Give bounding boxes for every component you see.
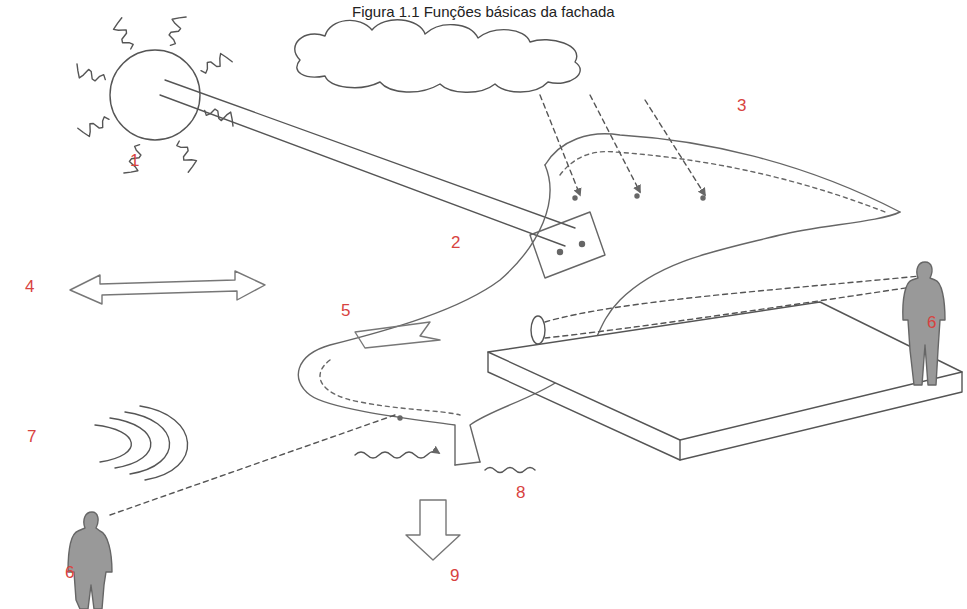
sun-beam bbox=[160, 80, 575, 246]
ventilation-arrow bbox=[70, 271, 265, 304]
facade-sheet bbox=[298, 134, 900, 465]
sun-ray bbox=[78, 117, 109, 137]
sun-ray bbox=[177, 141, 197, 172]
callout-number: 2 bbox=[451, 234, 460, 251]
callout-number: 7 bbox=[27, 428, 36, 445]
callout-number: 5 bbox=[341, 302, 350, 319]
callout-number: 8 bbox=[516, 484, 525, 501]
callout-number: 9 bbox=[450, 567, 459, 584]
sun-ray bbox=[201, 54, 232, 74]
sound-waves bbox=[95, 406, 188, 480]
sun-ray bbox=[77, 64, 105, 81]
person-silhouette bbox=[903, 262, 945, 385]
sun-ray bbox=[124, 145, 141, 173]
load-arrow bbox=[406, 500, 460, 560]
person-silhouette bbox=[68, 512, 112, 609]
callout-number: 6 bbox=[927, 314, 936, 331]
sun-ray bbox=[169, 17, 186, 45]
callout-number: 3 bbox=[737, 97, 746, 114]
callout-number: 1 bbox=[130, 152, 139, 169]
sun bbox=[77, 17, 233, 173]
sight-line bbox=[110, 415, 395, 515]
callout-number: 4 bbox=[25, 278, 34, 295]
callout-number: 6 bbox=[65, 564, 74, 581]
cloud bbox=[295, 20, 580, 92]
sun-ray bbox=[114, 18, 134, 49]
window-opening bbox=[355, 275, 930, 348]
heat-waves bbox=[355, 451, 535, 472]
figure-title: Figura 1.1 Funções básicas da fachada bbox=[352, 4, 615, 19]
floor-slab bbox=[488, 302, 962, 460]
